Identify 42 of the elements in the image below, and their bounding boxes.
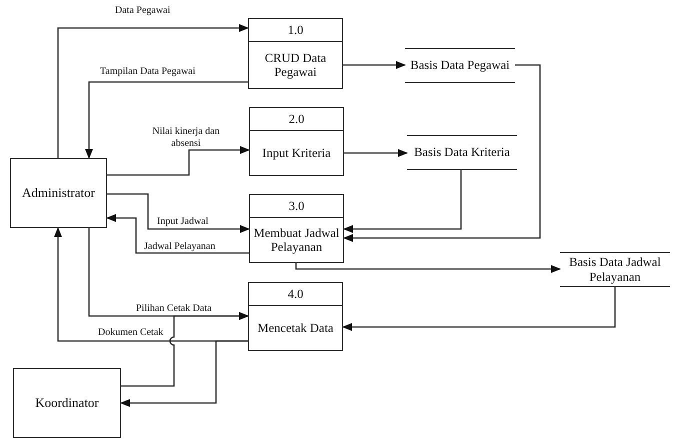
arrow (344, 149, 408, 157)
arrow (57, 24, 249, 158)
arrow (107, 193, 250, 233)
arrow (343, 64, 541, 242)
process-number: 4.0 (288, 286, 304, 302)
external-entity-box (10, 158, 107, 228)
arrow (343, 170, 462, 233)
arrow (342, 287, 616, 331)
edge-label: Data Pegawai (115, 5, 170, 16)
data-store-name: Basis Data Jadwal Pelayanan (568, 254, 662, 284)
data-store-name: Basis Data Pegawai (410, 58, 510, 73)
data-store (560, 252, 670, 287)
process-name: Mencetak Data (257, 320, 334, 336)
edge-label: Nilai kinerja dan absensi (151, 126, 221, 149)
edge-label: Tampilan Data Pegawai (100, 66, 196, 78)
edge-label: Pilihan Cetak Data (136, 303, 212, 314)
process-number: 2.0 (288, 112, 304, 126)
external-entity-box (13, 368, 121, 438)
process-name: CRUD Data Pegawai (264, 50, 328, 80)
edge-label: Input Jadwal (157, 216, 208, 228)
arrow (121, 312, 249, 387)
arrow (120, 340, 248, 407)
process-box (248, 18, 343, 89)
process-box (249, 107, 344, 176)
arrow (85, 81, 248, 159)
process-number: 3.0 (288, 198, 304, 214)
data-store-name: Basis Data Kriteria (414, 145, 510, 160)
arrow (107, 146, 250, 176)
process-number: 1.0 (288, 22, 304, 38)
edge-label: Jadwal Pelayanan (144, 241, 216, 252)
data-store (405, 48, 515, 83)
edge-label: Dokumen Cetak (98, 327, 164, 338)
arrow (295, 263, 561, 273)
arrow (343, 61, 406, 69)
process-name: Input Kriteria (262, 146, 331, 160)
entity-name: Koordinator (35, 395, 99, 411)
arrow (106, 214, 249, 254)
process-box (248, 282, 343, 351)
data-store (407, 135, 517, 170)
process-box (249, 194, 344, 263)
entity-name: Administrator (22, 185, 95, 201)
process-name: Membuat Jadwal Pelayanan (252, 226, 340, 254)
